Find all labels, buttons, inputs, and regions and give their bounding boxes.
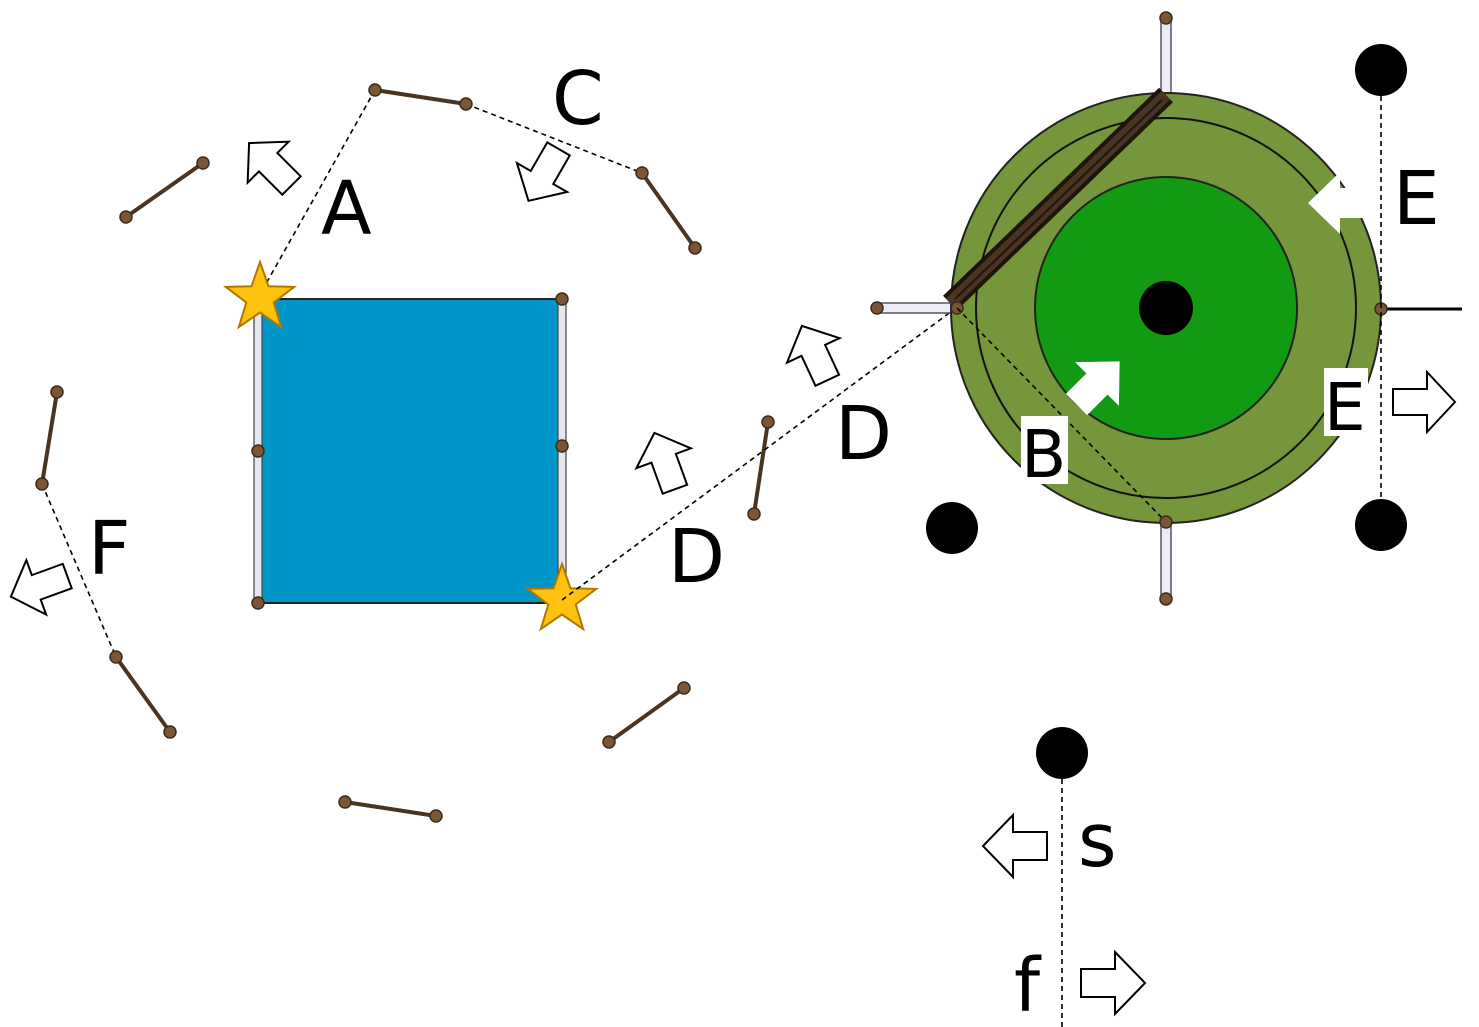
arrow-icon xyxy=(246,140,303,197)
star-icon xyxy=(222,258,298,330)
square-joint xyxy=(555,439,569,453)
label-b: B xyxy=(1021,416,1066,493)
dark-bar-stripe xyxy=(954,99,1163,300)
arrow-icon xyxy=(1065,361,1120,416)
blue-square xyxy=(257,298,563,604)
square-joint xyxy=(251,444,265,458)
label-b-box xyxy=(1021,416,1068,484)
b-joint xyxy=(1159,515,1173,529)
dashline-d xyxy=(561,307,957,601)
segment xyxy=(635,166,702,255)
label-d-upper: D xyxy=(835,391,892,477)
post-top xyxy=(1160,17,1172,94)
label-f-lower: f xyxy=(1014,943,1042,1027)
dashline-f xyxy=(41,483,117,658)
post-end-joint xyxy=(1159,592,1173,606)
dark-dot xyxy=(1355,499,1407,551)
bottom-axis: s f xyxy=(981,727,1147,1027)
post-left xyxy=(876,302,958,314)
right-cluster: B E E xyxy=(870,11,1462,606)
dashline-b xyxy=(956,307,1167,523)
post-end-joint xyxy=(870,301,884,315)
star-icon xyxy=(524,560,600,632)
center-dot xyxy=(1139,281,1193,335)
label-s: s xyxy=(1078,798,1117,884)
dashline-a xyxy=(257,89,376,299)
arrow-icon xyxy=(634,431,694,495)
arrow-icon xyxy=(515,141,572,203)
square-joint xyxy=(251,596,265,610)
dark-dot xyxy=(1036,727,1088,779)
segment xyxy=(35,385,64,491)
segment xyxy=(602,681,691,749)
post-bottom xyxy=(1160,521,1172,600)
segment xyxy=(119,156,210,224)
label-e-upper: E xyxy=(1393,156,1440,242)
segment xyxy=(368,83,473,111)
arrow-icon xyxy=(1080,949,1147,1017)
label-e-lower-box xyxy=(1324,368,1368,436)
label-e-lower: E xyxy=(1324,369,1366,446)
left-cluster: A C F D xyxy=(9,56,843,823)
label-c: C xyxy=(552,56,604,142)
dark-dot xyxy=(926,502,978,554)
segment xyxy=(747,415,775,521)
square-joint xyxy=(555,292,569,306)
arrow-icon xyxy=(1392,369,1457,435)
segment xyxy=(109,650,177,739)
post-end-joint xyxy=(1159,11,1173,25)
dark-dot xyxy=(1355,44,1407,96)
arrow-icon xyxy=(1308,172,1369,234)
segment xyxy=(338,795,443,823)
dashline-c xyxy=(465,103,643,174)
arrow-icon xyxy=(981,812,1048,880)
label-a: A xyxy=(321,166,372,252)
middle-ring xyxy=(975,117,1357,499)
arrow-icon xyxy=(785,324,843,388)
label-f-upper: F xyxy=(88,506,131,592)
label-d-lower: D xyxy=(668,514,725,600)
arrow-icon xyxy=(9,557,73,617)
